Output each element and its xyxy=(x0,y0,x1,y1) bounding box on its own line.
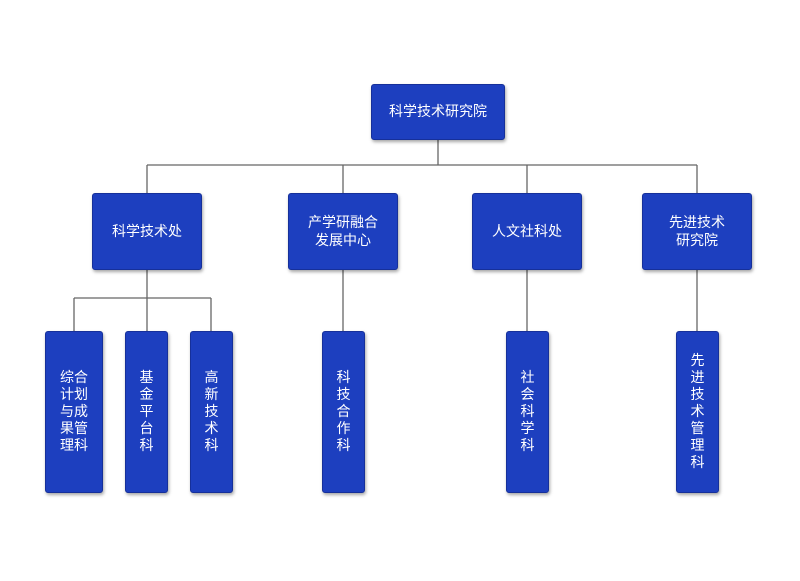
org-node-dept-1[interactable]: 科学技术处 xyxy=(92,193,202,270)
org-node-section-4-1[interactable]: 先进技术管理科 xyxy=(676,331,719,493)
org-node-label: 产学研融合 发展中心 xyxy=(308,214,378,249)
org-node-label: 先进技术管理科 xyxy=(690,352,705,471)
org-node-dept-4[interactable]: 先进技术 研究院 xyxy=(642,193,752,270)
org-node-section-1-2[interactable]: 基金平台科 xyxy=(125,331,168,493)
org-node-label: 基金平台科 xyxy=(139,369,154,454)
org-node-dept-3[interactable]: 人文社科处 xyxy=(472,193,582,270)
org-node-section-1-3[interactable]: 高新技术科 xyxy=(190,331,233,493)
org-node-label: 人文社科处 xyxy=(492,223,562,240)
org-node-label: 综合计划与成果管理科 xyxy=(59,369,88,454)
org-node-label: 高新技术科 xyxy=(204,369,219,454)
org-node-section-2-1[interactable]: 科技合作科 xyxy=(322,331,365,493)
org-node-label: 科学技术处 xyxy=(112,223,182,240)
org-node-label: 科学技术研究院 xyxy=(389,104,487,120)
org-node-section-1-1[interactable]: 综合计划与成果管理科 xyxy=(45,331,103,493)
org-node-label: 先进技术 研究院 xyxy=(669,214,725,249)
org-node-section-3-1[interactable]: 社会科学科 xyxy=(506,331,549,493)
org-node-root[interactable]: 科学技术研究院 xyxy=(371,84,505,140)
org-node-label: 社会科学科 xyxy=(520,369,535,454)
org-node-label: 科技合作科 xyxy=(336,369,351,454)
org-node-dept-2[interactable]: 产学研融合 发展中心 xyxy=(288,193,398,270)
